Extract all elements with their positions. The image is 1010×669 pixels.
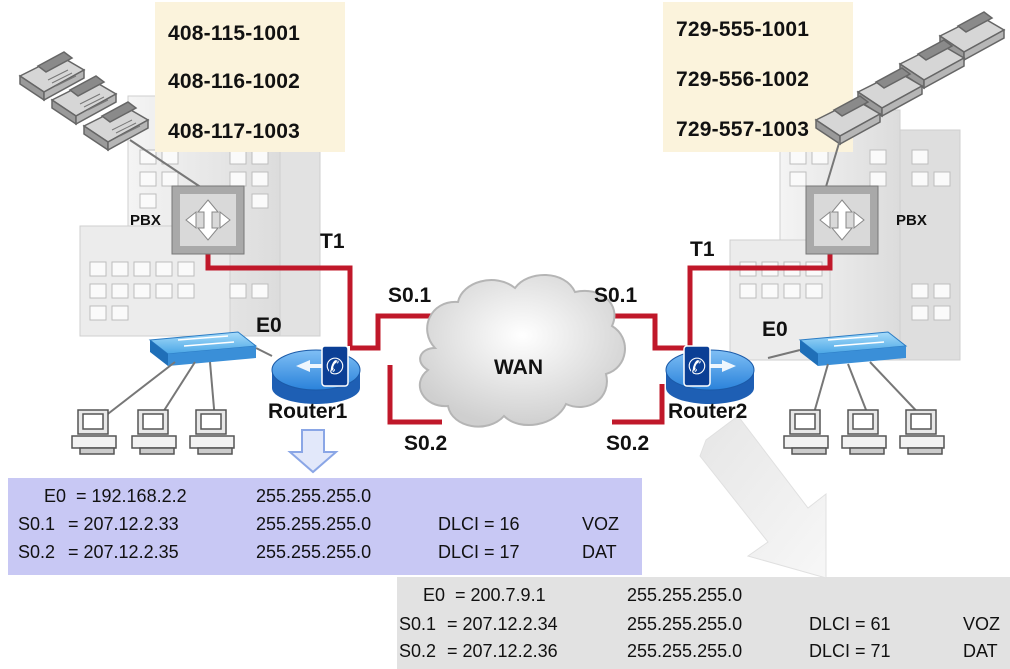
left-phone-number-2: 408-116-1002	[168, 70, 301, 93]
config-iface: S0.2	[18, 542, 56, 562]
config-mask: 255.255.255.0	[627, 585, 743, 605]
config-mask: 255.255.255.0	[627, 641, 743, 661]
config-mask: 255.255.255.0	[627, 614, 743, 634]
router1-config-table: E0 = 192.168.2.2 255.255.255.0 S0.1 = 20…	[8, 478, 642, 575]
left-phone-number-3: 408-117-1003	[168, 120, 301, 143]
right-s02-link	[612, 384, 665, 425]
config-row: E0 = 200.7.9.1 255.255.255.0	[397, 585, 1010, 607]
router2-config-panel	[397, 577, 1010, 669]
config-mask: 255.255.255.0	[256, 514, 372, 534]
red-links	[205, 252, 833, 425]
config-iface: E0	[423, 585, 446, 605]
config-iface: S0.1	[399, 614, 437, 634]
wan-label: WAN	[494, 356, 543, 379]
left-pc-icons	[71, 409, 235, 455]
right-t1-link	[687, 252, 833, 346]
config-dlci: DLCI = 71	[809, 641, 891, 661]
config-iface: S0.2	[399, 641, 437, 661]
right-s02-label: S0.2	[606, 432, 650, 455]
right-e0-label: E0	[762, 318, 788, 341]
right-pc-icons	[783, 409, 945, 455]
config-iface: E0	[44, 486, 67, 506]
left-s02-label: S0.2	[404, 432, 448, 455]
left-s01-link	[350, 313, 445, 351]
config-type: VOZ	[963, 614, 1001, 634]
left-t1-label: T1	[320, 230, 345, 253]
config-row: S0.1 = 207.12.2.34 255.255.255.0 DLCI = …	[397, 614, 1010, 636]
config-ip: = 192.168.2.2	[76, 486, 187, 506]
right-phone-number-1: 729-555-1001	[676, 18, 810, 41]
right-t1-label: T1	[690, 238, 715, 261]
wan-cloud-icon	[418, 274, 626, 428]
svg-text:✆: ✆	[326, 355, 344, 380]
config-ip: = 207.12.2.36	[447, 641, 558, 661]
config-ip: = 207.12.2.35	[68, 542, 179, 562]
config-type: DAT	[963, 641, 998, 661]
right-building	[729, 109, 961, 361]
right-pbx-label: PBX	[896, 212, 927, 229]
router1-down-arrow	[287, 429, 339, 474]
left-e0-label: E0	[256, 314, 282, 337]
router1-config-panel	[8, 478, 642, 575]
left-s01-label: S0.1	[388, 284, 432, 307]
right-s01-label: S0.1	[594, 284, 638, 307]
left-phone-number-box	[155, 2, 345, 152]
right-pbx-icon	[805, 185, 879, 255]
left-s02-link	[387, 365, 442, 425]
right-s01-link	[582, 313, 690, 351]
router2-diagonal-arrow	[699, 415, 827, 579]
config-type: DAT	[582, 542, 617, 562]
router1-label: Router1	[268, 400, 348, 423]
config-row: S0.2 = 207.12.2.36 255.255.255.0 DLCI = …	[397, 641, 1010, 663]
left-pbx-icon	[171, 185, 245, 255]
router2-icon: ✆	[665, 345, 755, 404]
right-phone-number-2: 729-556-1002	[676, 68, 810, 91]
config-row: E0 = 192.168.2.2 255.255.255.0	[8, 486, 642, 508]
config-mask: 255.255.255.0	[256, 486, 372, 506]
left-switch-icon	[148, 331, 258, 366]
config-dlci: DLCI = 17	[438, 542, 520, 562]
config-ip: = 207.12.2.34	[447, 614, 558, 634]
config-mask: 255.255.255.0	[256, 542, 372, 562]
config-iface: S0.1	[18, 514, 56, 534]
config-row: S0.2 = 207.12.2.35 255.255.255.0 DLCI = …	[8, 542, 642, 564]
config-ip: = 207.12.2.33	[68, 514, 179, 534]
router2-label: Router2	[668, 400, 748, 423]
left-pbx-label: PBX	[130, 212, 161, 229]
left-t1-link	[205, 252, 353, 346]
svg-text:✆: ✆	[688, 355, 706, 380]
left-phone-number-1: 408-115-1001	[168, 22, 301, 45]
right-switch-icon	[798, 331, 908, 366]
config-ip: = 200.7.9.1	[455, 585, 546, 605]
config-type: VOZ	[582, 514, 620, 534]
config-dlci: DLCI = 16	[438, 514, 520, 534]
left-telephone-icons	[18, 51, 150, 152]
config-row: S0.1 = 207.12.2.33 255.255.255.0 DLCI = …	[8, 514, 642, 536]
right-telephone-icons	[814, 11, 1006, 146]
right-phone-number-3: 729-557-1003	[676, 118, 810, 141]
router2-config-table: E0 = 200.7.9.1 255.255.255.0 S0.1 = 207.…	[397, 577, 1010, 669]
config-dlci: DLCI = 61	[809, 614, 891, 634]
router1-icon: ✆	[271, 345, 361, 404]
